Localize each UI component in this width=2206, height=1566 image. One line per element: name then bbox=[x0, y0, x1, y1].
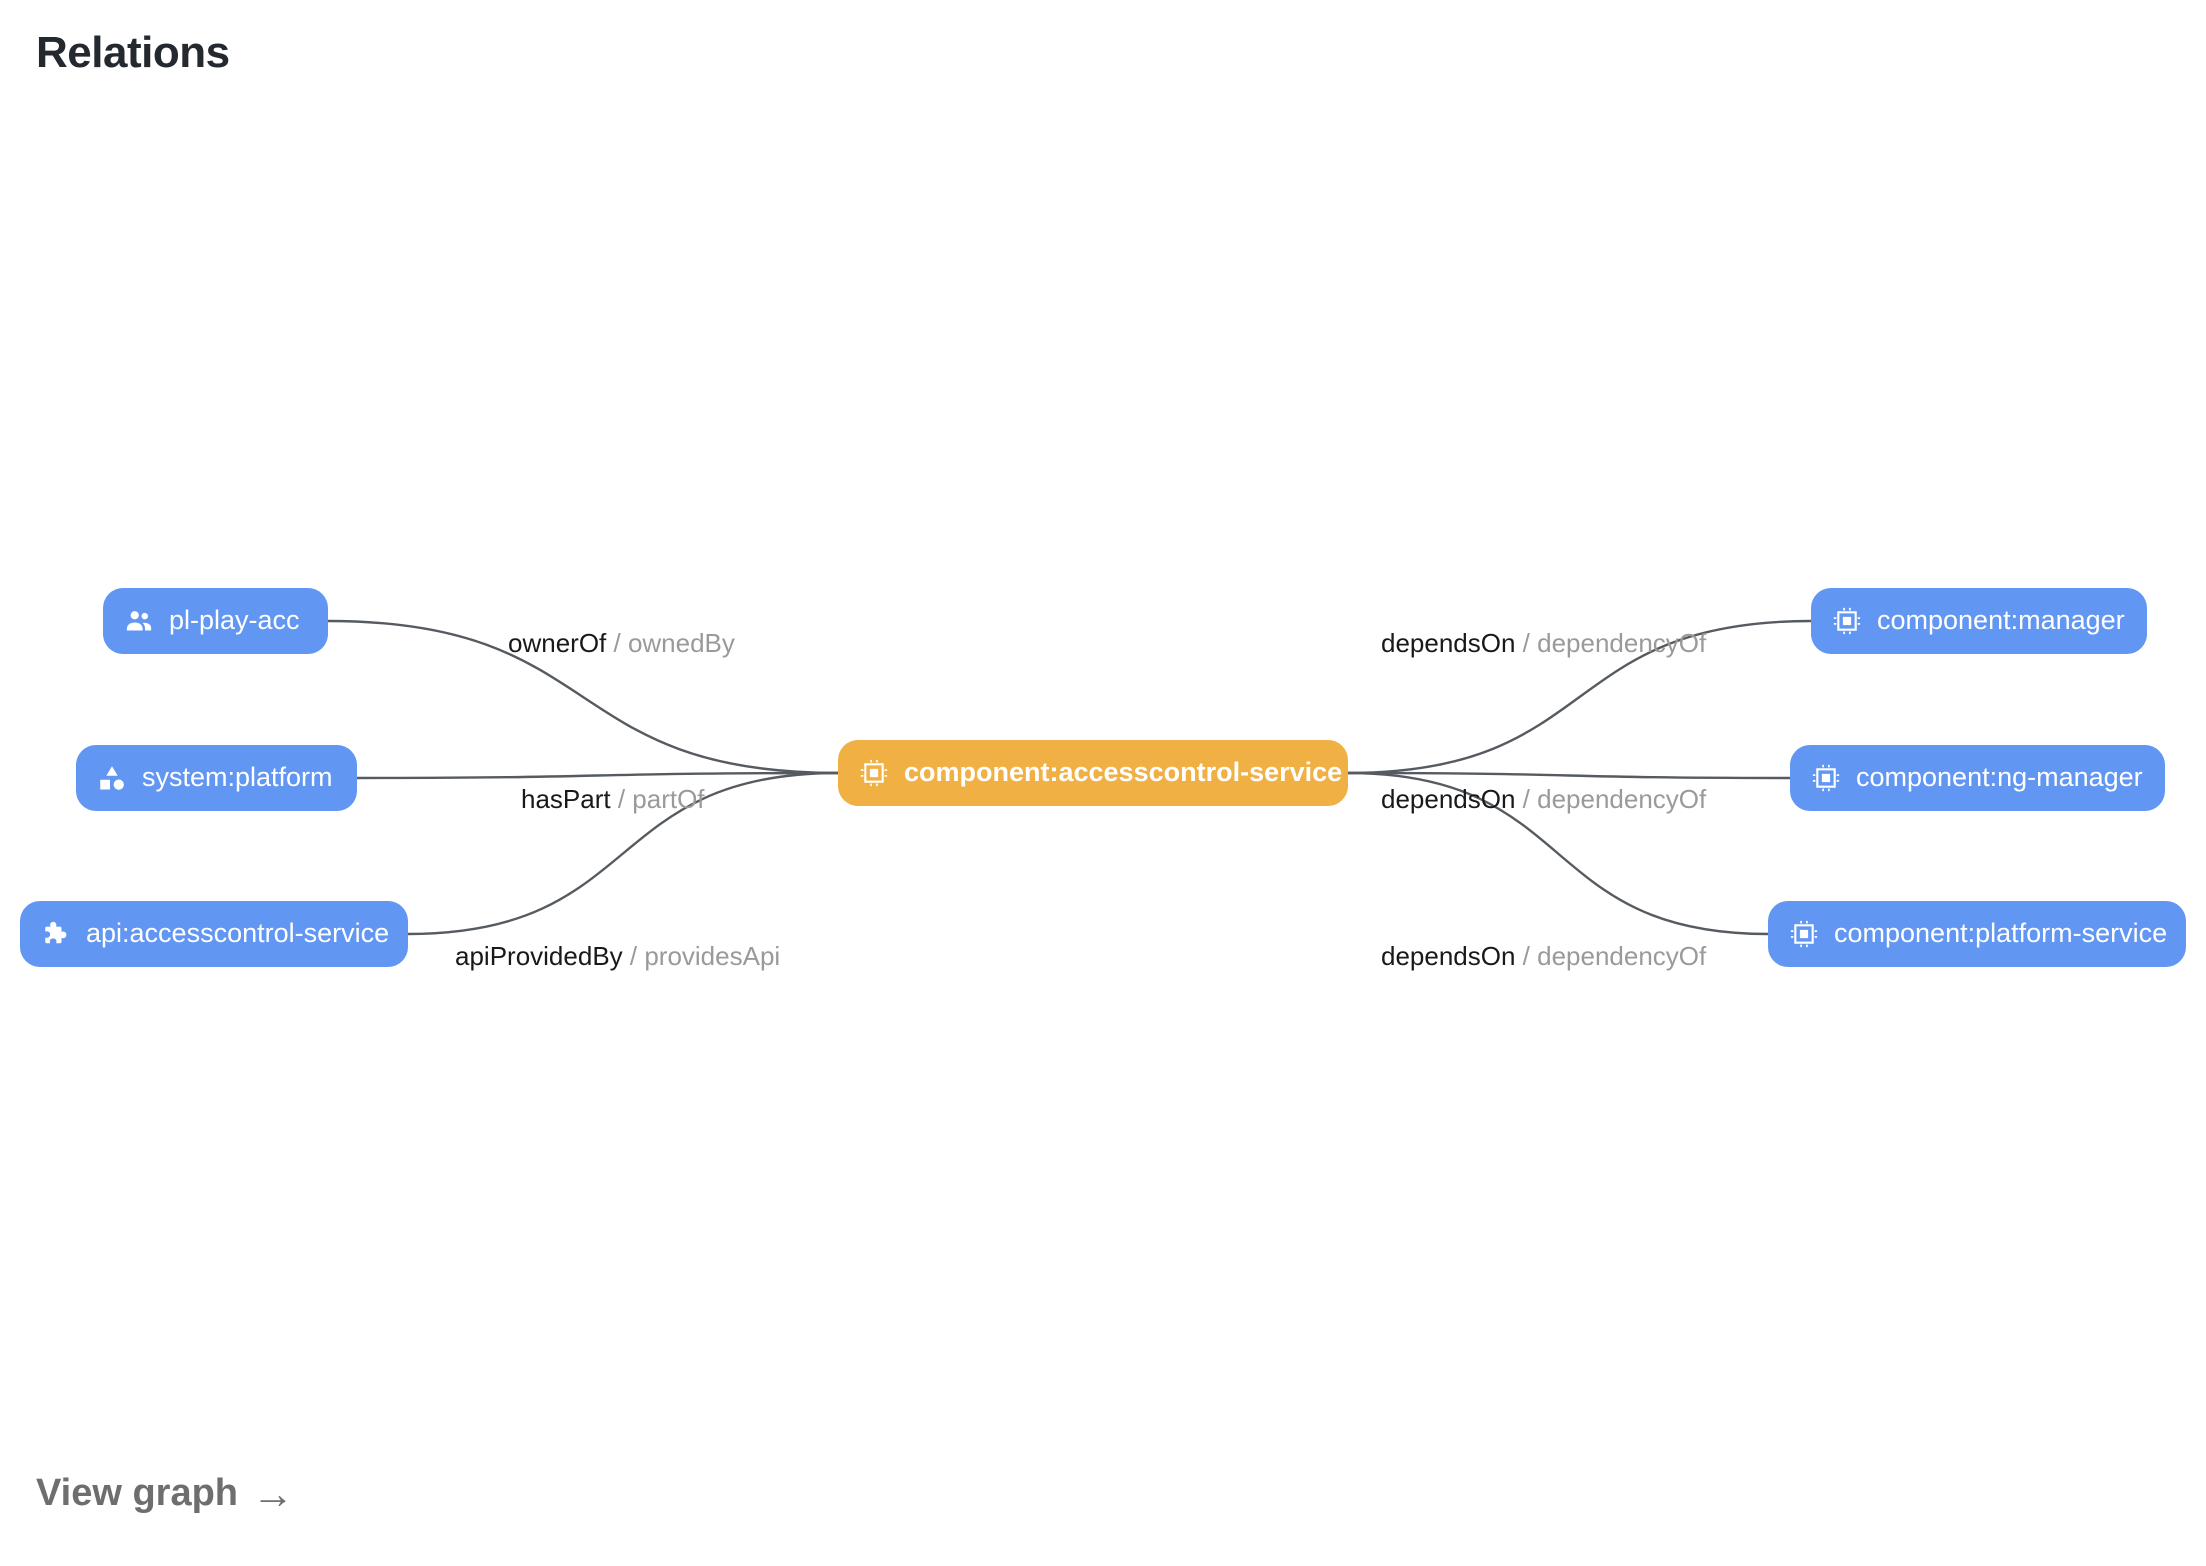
edge-label-reverse: partOf bbox=[632, 784, 705, 814]
edge-label-reverse: ownedBy bbox=[628, 628, 735, 658]
node-background[interactable] bbox=[1811, 588, 2147, 654]
chip-icon bbox=[1812, 764, 1840, 792]
edge-label-reverse: dependencyOf bbox=[1537, 784, 1707, 814]
edge-line bbox=[356, 771, 839, 780]
graph-node-system:platform[interactable]: system:platform bbox=[76, 745, 357, 811]
node-label: component:ng-manager bbox=[1856, 762, 2143, 792]
nodes-layer[interactable]: pl-play-acc system:platform api:accesscont… bbox=[20, 588, 2186, 967]
edge-line bbox=[1347, 771, 1791, 780]
chip-icon bbox=[860, 759, 888, 787]
edge-label-separator: / bbox=[611, 784, 633, 814]
graph-node-component:platform-service[interactable]: component:platform-service bbox=[1768, 901, 2186, 967]
view-graph-link[interactable]: View graph → bbox=[36, 1472, 366, 1515]
edge-label-forward: dependsOn bbox=[1381, 941, 1515, 971]
node-label: component:accesscontrol-service bbox=[904, 757, 1342, 787]
edge-label-separator: / bbox=[1515, 784, 1537, 814]
edge-label-separator: / bbox=[1515, 628, 1537, 658]
edge-label-reverse: dependencyOf bbox=[1537, 941, 1707, 971]
view-graph-label: View graph bbox=[36, 1472, 239, 1514]
node-background[interactable] bbox=[20, 901, 408, 967]
edge-line bbox=[1347, 619, 1812, 775]
edge-label: dependsOn / dependencyOf bbox=[1381, 941, 1707, 971]
edge-label: hasPart / partOf bbox=[521, 784, 705, 814]
edge-label: dependsOn / dependencyOf bbox=[1381, 784, 1707, 814]
node-label: api:accesscontrol-service bbox=[86, 918, 389, 948]
graph-node-component:ng-manager[interactable]: component:ng-manager bbox=[1790, 745, 2165, 811]
node-background[interactable] bbox=[1768, 901, 2186, 967]
edges-layer bbox=[327, 619, 1812, 936]
edge-line bbox=[1347, 771, 1769, 936]
graph-node-pl-play-acc[interactable]: pl-play-acc bbox=[103, 588, 328, 654]
edge-line bbox=[407, 771, 839, 936]
edge-label-reverse: providesApi bbox=[644, 941, 780, 971]
edge-labels-layer: ownerOf / ownedBy hasPart / partOf apiProv… bbox=[455, 628, 1707, 971]
node-label: system:platform bbox=[142, 762, 333, 792]
chip-icon bbox=[1790, 920, 1818, 948]
graph-node-component:manager[interactable]: component:manager bbox=[1811, 588, 2147, 654]
node-background[interactable] bbox=[76, 745, 357, 811]
node-label: component:manager bbox=[1877, 605, 2125, 635]
edge-label-forward: hasPart bbox=[521, 784, 611, 814]
graph-node-component:accesscontrol-service[interactable]: component:accesscontrol-service bbox=[838, 740, 1348, 806]
edge-label: ownerOf / ownedBy bbox=[508, 628, 735, 658]
edge-label-forward: ownerOf bbox=[508, 628, 607, 658]
node-label: pl-play-acc bbox=[169, 605, 300, 635]
graph-node-api:accesscontrol-service[interactable]: api:accesscontrol-service bbox=[20, 901, 408, 967]
edge-line bbox=[327, 619, 839, 775]
page-title: Relations bbox=[36, 28, 230, 77]
edge-label-separator: / bbox=[623, 941, 645, 971]
edge-label-separator: / bbox=[606, 628, 628, 658]
edge-label-separator: / bbox=[1515, 941, 1537, 971]
edge-label-reverse: dependencyOf bbox=[1537, 628, 1707, 658]
node-label: component:platform-service bbox=[1834, 918, 2167, 948]
node-background[interactable] bbox=[838, 740, 1348, 806]
node-background[interactable] bbox=[1790, 745, 2165, 811]
edge-label-forward: dependsOn bbox=[1381, 784, 1515, 814]
chip-icon bbox=[1833, 607, 1861, 635]
node-background[interactable] bbox=[103, 588, 328, 654]
edge-label: dependsOn / dependencyOf bbox=[1381, 628, 1707, 658]
edge-label-forward: apiProvidedBy bbox=[455, 941, 623, 971]
edge-label-forward: dependsOn bbox=[1381, 628, 1515, 658]
arrow-right-icon: → bbox=[252, 1469, 295, 1517]
edge-label: apiProvidedBy / providesApi bbox=[455, 941, 780, 971]
